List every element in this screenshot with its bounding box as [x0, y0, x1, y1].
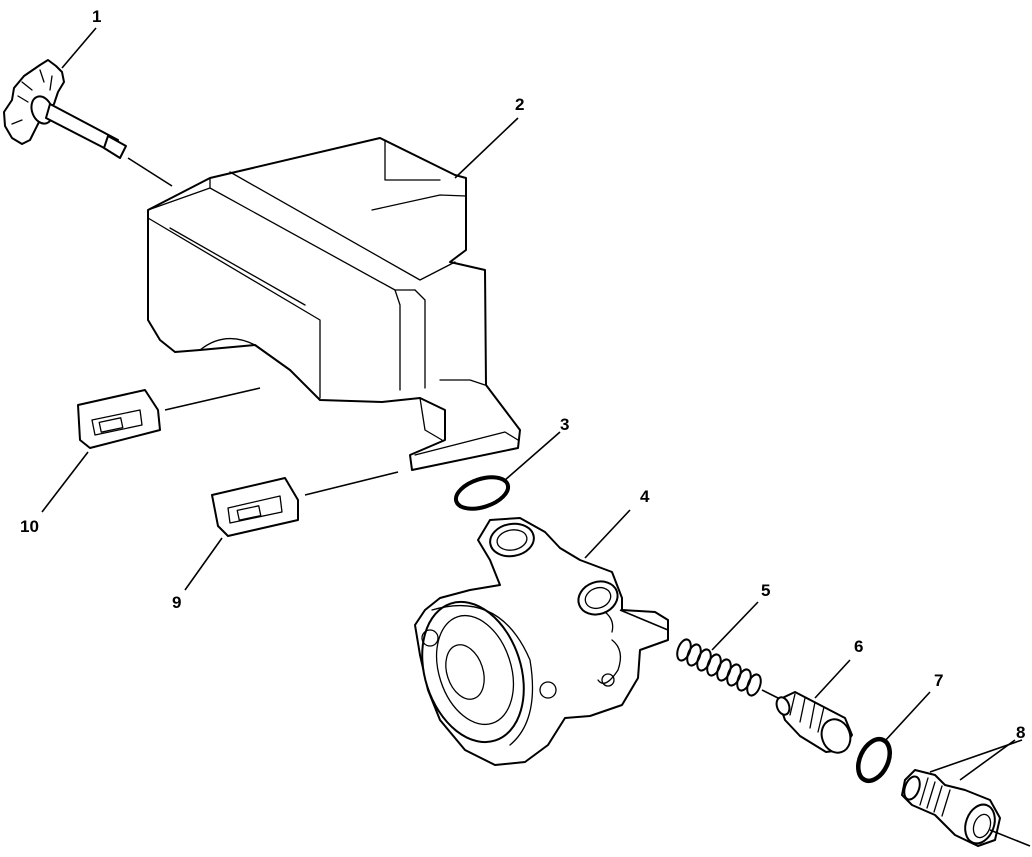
- part-9-clip: [184, 471, 399, 591]
- part-3-o-ring: [453, 431, 561, 511]
- callout-1: 1: [92, 7, 101, 26]
- callout-8: 8: [1016, 723, 1025, 742]
- callout-2: 2: [515, 95, 524, 114]
- part-5-spring: [676, 601, 779, 699]
- part-6-valve: [775, 659, 853, 754]
- callout-5: 5: [761, 581, 770, 600]
- callout-10: 10: [20, 517, 39, 536]
- part-4-pump: [414, 509, 669, 766]
- part-1-fill-cap: [3, 59, 173, 187]
- callout-4: 4: [640, 487, 650, 506]
- part-7-o-ring: [856, 691, 931, 784]
- callout-6: 6: [854, 637, 863, 656]
- part-8-fitting: [901, 739, 1031, 847]
- callout-7: 7: [934, 671, 943, 690]
- part-10-clip: [41, 387, 261, 513]
- part-2-reservoir: [147, 117, 521, 471]
- callout-9: 9: [172, 593, 181, 612]
- callout-3: 3: [560, 415, 569, 434]
